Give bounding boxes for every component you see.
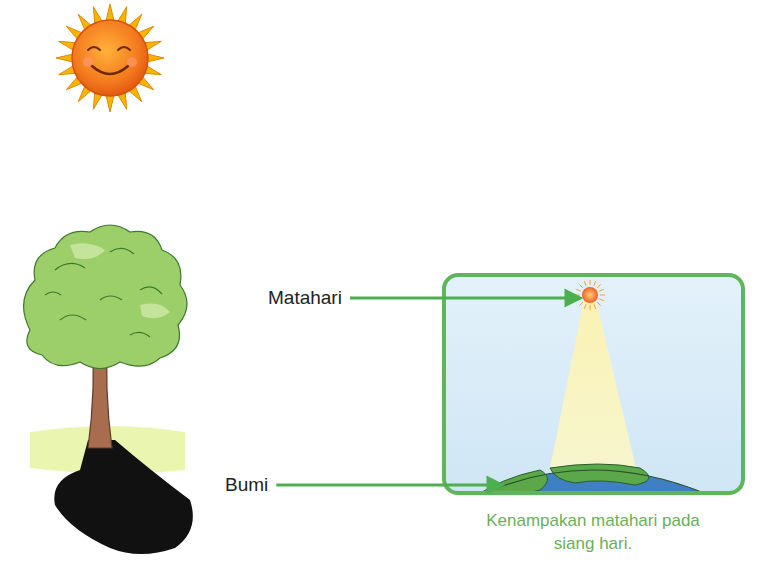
caption: Kenampakan matahari pada siang hari.	[473, 509, 713, 555]
tree-shadow	[54, 440, 193, 554]
part-label: Matahari	[268, 287, 342, 309]
tree-canopy	[24, 225, 187, 369]
sun-rays	[56, 4, 164, 112]
light-beam	[550, 300, 636, 468]
part-label: Bumi	[225, 474, 268, 496]
inset-frame	[444, 275, 743, 493]
sun-face	[72, 20, 148, 96]
small-sun	[582, 287, 598, 303]
leader-arrows	[276, 291, 580, 492]
